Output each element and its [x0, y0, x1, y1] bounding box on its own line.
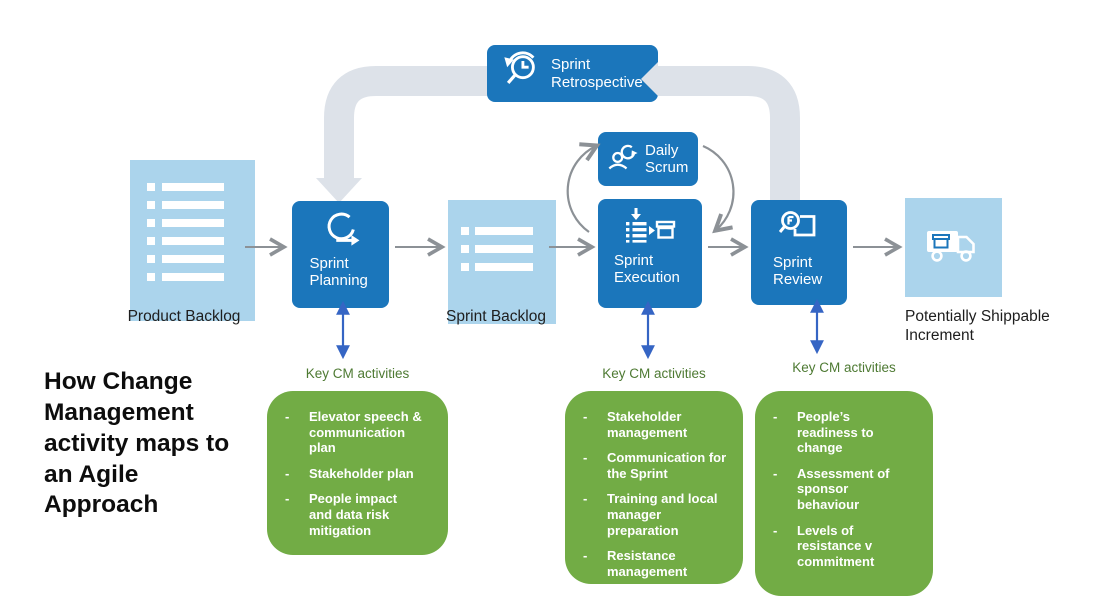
- iteration-loop-icon: [322, 211, 360, 252]
- product-backlog-node: [130, 160, 255, 321]
- title-line: an Agile: [44, 460, 139, 488]
- cm-activity-item: - Assessment of sponsor behaviour: [773, 466, 923, 513]
- cm-activity-text: People’s readiness to change: [797, 409, 874, 456]
- list-to-box-icon: [624, 207, 676, 248]
- sprint-review-label: Sprint Review: [773, 254, 823, 289]
- cm-activity-item: - Elevator speech & communication plan: [285, 409, 438, 456]
- cm-activity-text: Communication for the Sprint: [607, 450, 727, 481]
- person-cycle-icon: [608, 142, 638, 177]
- daily-scrum-cycle-arc-right: [702, 144, 735, 234]
- cm-activity-item: - Resistance management: [583, 548, 733, 579]
- list-lines-icon: [147, 183, 255, 281]
- bullet-dash: -: [773, 409, 778, 424]
- page-title: How Change Management activity maps to a…: [44, 367, 229, 521]
- sprint-review-node: Sprint Review: [751, 200, 847, 305]
- cm-activity-text: Assessment of sponsor behaviour: [797, 465, 890, 512]
- sprint-planning-label: Sprint Planning: [309, 255, 368, 290]
- delivery-truck-icon: [925, 223, 983, 272]
- band-arrowhead-down: [316, 178, 362, 203]
- cm-activity-text: People impact and data risk mitigation: [309, 491, 398, 538]
- cm-activity-item: - Levels of resistance v commitment: [773, 523, 923, 570]
- cm-activity-item: - Training and local manager preparation: [583, 491, 733, 538]
- shippable-increment-node: [905, 198, 1002, 297]
- cm-activity-item: - Stakeholder plan: [285, 466, 438, 482]
- bullet-dash: -: [583, 409, 588, 424]
- cm-activity-item: - Stakeholder management: [583, 409, 733, 440]
- bullet-dash: -: [285, 465, 290, 481]
- cm-heading-execution: Key CM activities: [602, 366, 706, 381]
- daily-scrum-label: Daily Scrum: [645, 141, 689, 176]
- cm-activity-text: Elevator speech & communication plan: [309, 409, 422, 456]
- sprint-planning-node: Sprint Planning: [292, 201, 389, 308]
- cm-box-planning: - Elevator speech & communication plan -…: [267, 391, 448, 555]
- title-line: Management: [44, 398, 194, 426]
- cm-heading-review: Key CM activities: [792, 360, 896, 375]
- cm-box-review: - People’s readiness to change - Assessm…: [755, 391, 933, 596]
- title-line: How Change: [44, 368, 193, 395]
- cm-activity-item: - People’s readiness to change: [773, 409, 923, 456]
- sprint-retrospective-label: Sprint Retrospective: [551, 56, 643, 91]
- cm-activity-text: Stakeholder management: [607, 409, 688, 440]
- cm-activity-text: Levels of resistance v commitment: [797, 522, 875, 569]
- sprint-retrospective-node: Sprint Retrospective: [487, 45, 658, 102]
- cm-activity-item: - People impact and data risk mitigation: [285, 491, 438, 538]
- product-backlog-label: Product Backlog: [127, 308, 241, 325]
- sprint-execution-label: Sprint Execution: [614, 252, 680, 287]
- bullet-dash: -: [285, 409, 290, 424]
- cm-activity-item: - Communication for the Sprint: [583, 450, 733, 481]
- bullet-dash: -: [773, 522, 778, 538]
- title-line: activity maps to: [44, 429, 230, 457]
- history-magnifier-icon: [500, 51, 542, 96]
- cm-activity-text: Resistance management: [607, 548, 688, 579]
- title-line: Approach: [44, 491, 159, 519]
- bullet-dash: -: [583, 548, 588, 564]
- bullet-dash: -: [773, 465, 778, 481]
- daily-scrum-node: Daily Scrum: [598, 132, 698, 186]
- list-lines-icon: [461, 227, 556, 271]
- cm-activity-text: Stakeholder plan: [309, 465, 414, 481]
- sprint-backlog-node: [448, 200, 556, 324]
- cm-box-execution: - Stakeholder management - Communication…: [565, 391, 743, 584]
- cm-activity-text: Training and local manager preparation: [607, 491, 718, 538]
- magnifier-board-icon: [778, 209, 819, 250]
- daily-scrum-cycle-arc-left: [566, 142, 601, 233]
- cm-heading-planning: Key CM activities: [305, 366, 410, 381]
- bullet-dash: -: [285, 491, 290, 507]
- sprint-backlog-label: Sprint Backlog: [446, 308, 546, 325]
- sprint-execution-node: Sprint Execution: [598, 199, 702, 308]
- bullet-dash: -: [583, 491, 588, 507]
- bullet-dash: -: [583, 450, 588, 466]
- shippable-increment-label: Potentially Shippable Increment: [905, 308, 1050, 344]
